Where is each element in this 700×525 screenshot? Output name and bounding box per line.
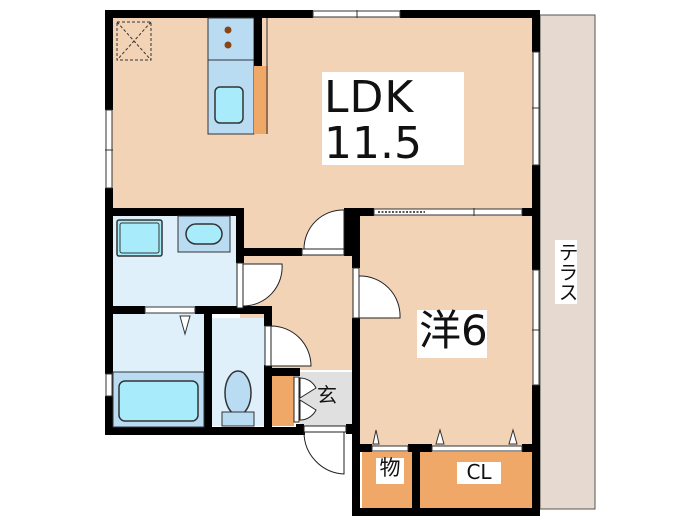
shoe-cupboard (272, 376, 294, 426)
windows (105, 10, 540, 397)
closet-doors (371, 428, 523, 452)
storage-label: 物 (376, 458, 404, 484)
ldk-label: LDK 11.5 (322, 72, 464, 169)
bathtub (112, 371, 205, 428)
doors (236, 209, 401, 475)
ldk-size: 11.5 (324, 118, 422, 169)
kitchen-counter (207, 17, 268, 135)
washing-machine (116, 219, 163, 257)
wash-basin (177, 215, 231, 253)
toilet (221, 370, 255, 427)
ldk-name: LDK (324, 72, 415, 123)
entrance-label: 玄 (317, 383, 337, 407)
closet-label: CL (457, 462, 501, 484)
ceiling-hatch (116, 21, 152, 61)
walls (105, 10, 540, 516)
western-room-label: 洋6 (417, 310, 488, 358)
terrace-label: テラス (555, 240, 579, 304)
